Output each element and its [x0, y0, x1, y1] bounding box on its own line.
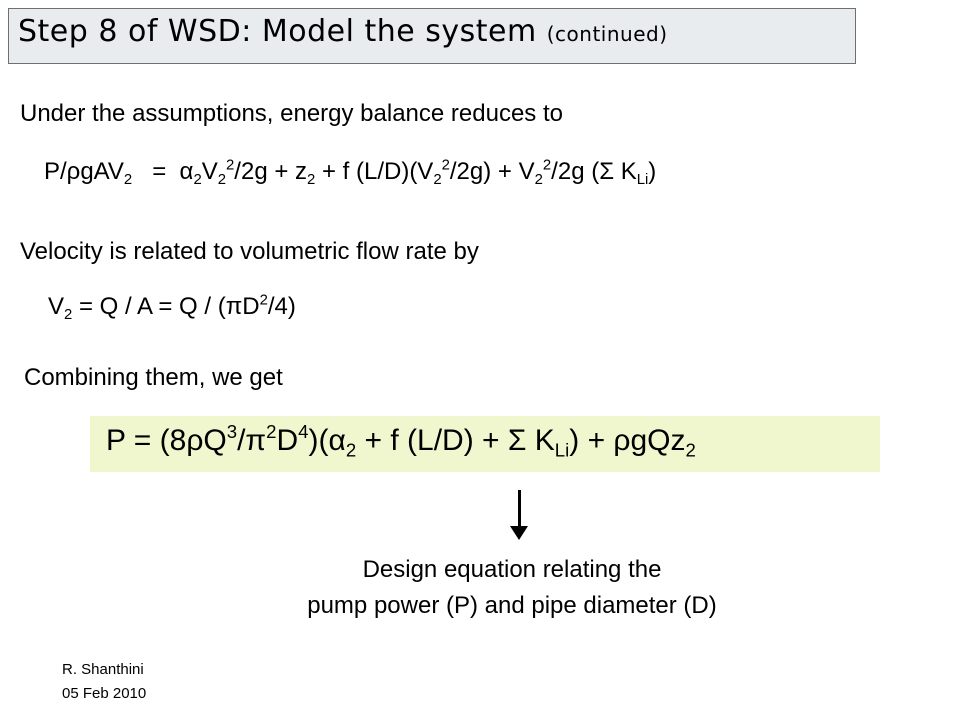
design-equation: P = (8ρQ3/π2D4)(α2 + f (L/D) + Σ KLi) + …	[106, 420, 696, 461]
design-equation-highlight	[90, 416, 880, 472]
slide-title-main: Step 8 of WSD: Model the system	[18, 14, 537, 49]
velocity-equation: V2 = Q / A = Q / (πD2/4)	[48, 292, 296, 324]
intro-energy-balance: Under the assumptions, energy balance re…	[20, 100, 563, 127]
slide-title-sub: (continued)	[546, 22, 668, 46]
caption-line-1: Design equation relating the	[362, 556, 662, 583]
intro-velocity: Velocity is related to volumetric flow r…	[20, 238, 479, 265]
energy-balance-equation: P/ρgAV2 = α2V22/2g + z2 + f (L/D)(V22/2g…	[44, 157, 657, 189]
footer-date: 05 Feb 2010	[62, 685, 147, 702]
footer-author: R. Shanthini	[62, 661, 144, 678]
caption-line-2: pump power (P) and pipe diameter (D)	[307, 592, 717, 619]
slide-title: Step 8 of WSD: Model the system (continu…	[18, 14, 668, 49]
title-box	[8, 8, 856, 64]
intro-combining: Combining them, we get	[24, 364, 283, 391]
